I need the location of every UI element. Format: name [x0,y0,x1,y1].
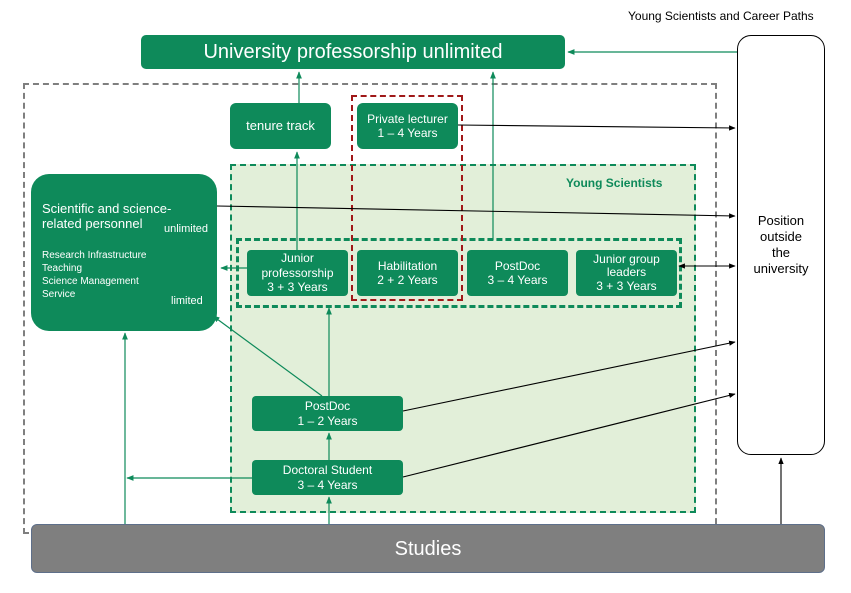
arrow-postdoc-to-personnel [212,315,323,397]
personnel-limited-label: limited [171,295,203,307]
postdoc-early-duration: 1 – 2 Years [297,413,358,428]
personnel-item-research: Research Infrastructure [42,250,147,261]
studies-box: Studies [31,524,825,573]
postdoc-early-box: PostDoc 1 – 2 Years [252,396,403,431]
junior-group-leaders-box: Junior group leaders 3 + 3 Years [576,250,677,296]
junior-professorship-box: Junior professorship 3 + 3 Years [247,250,348,296]
university-professorship-box: University professorship unlimited [141,35,565,69]
arrow-personnel-to-outside [216,205,736,219]
habilitation-title: Habilitation [377,258,438,273]
doctoral-student-title: Doctoral Student [282,463,373,478]
arrow-lecturer-to-outside [457,124,736,131]
arrow-doctoral-to-outside [402,392,736,478]
arrow-postdoc-to-outside [402,340,736,412]
postdoc-early-title: PostDoc [304,399,351,414]
university-professorship-label: University professorship unlimited [203,41,503,63]
young-scientists-label: Young Scientists [566,176,663,190]
qualification-row-frame [236,238,682,308]
outside-position-line3: the [771,245,791,260]
junior-group-line1: Junior group [593,252,660,267]
private-lecturer-duration: 1 – 4 Years [377,126,438,140]
junior-professorship-duration: 3 + 3 Years [267,280,328,295]
personnel-title-line2: related personnel [42,216,143,231]
junior-group-duration: 3 + 3 Years [596,278,657,293]
postdoc-senior-duration: 3 – 4 Years [487,273,548,287]
private-lecturer-box: Private lecturer 1 – 4 Years [357,103,458,149]
doctoral-student-box: Doctoral Student 3 – 4 Years [252,460,403,495]
junior-group-line2: leaders [606,265,647,280]
junior-professorship-line2: professorship [261,265,334,280]
postdoc-senior-box: PostDoc 3 – 4 Years [467,250,568,296]
outside-position-line2: outside [760,228,802,244]
personnel-item-management: Science Management [42,276,139,287]
personnel-title-line1: Scientific and science- [42,201,172,216]
junior-professorship-line1: Junior [281,251,314,266]
personnel-item-service: Service [42,289,76,300]
postdoc-senior-title: PostDoc [494,258,541,273]
personnel-item-teaching: Teaching [42,263,83,274]
studies-label: Studies [394,537,462,560]
young-scientists-region [230,164,696,513]
outside-position-line1: Position [757,212,805,228]
personnel-unlimited-label: unlimited [164,223,209,235]
tenure-track-label: tenure track [246,118,315,134]
scientific-personnel-box: Scientific and science- related personne… [31,174,217,331]
outside-position-line4: university [753,261,809,277]
outside-position-box: Position outside the university [737,35,825,455]
doctoral-student-duration: 3 – 4 Years [297,477,358,492]
private-lecturer-title: Private lecturer [367,111,448,126]
habilitation-box: Habilitation 2 + 2 Years [357,250,458,296]
habilitation-path-frame [351,95,463,301]
tenure-track-box: tenure track [230,103,331,149]
habilitation-duration: 2 + 2 Years [377,273,438,287]
diagram-title: Young Scientists and Career Paths [628,9,814,23]
